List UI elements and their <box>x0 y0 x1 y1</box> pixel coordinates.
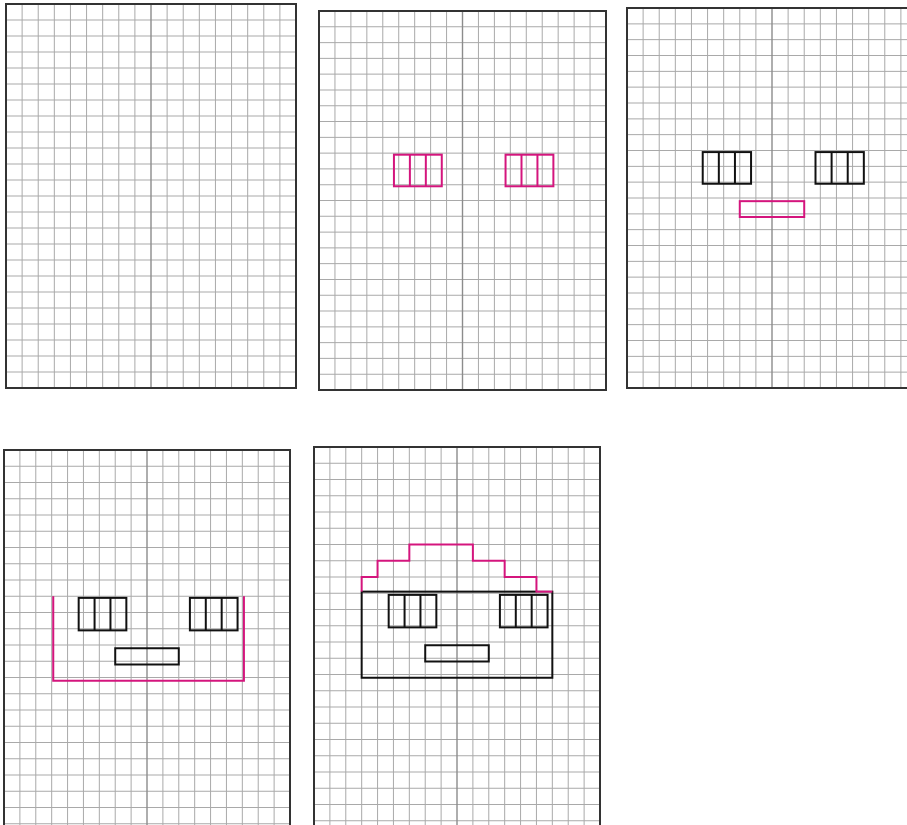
grid-lines <box>627 8 907 388</box>
panel-step-3 <box>627 8 907 388</box>
right-eye <box>500 595 548 628</box>
lower-body <box>53 596 244 681</box>
panel-step-1 <box>6 4 296 388</box>
left-eye <box>389 595 437 628</box>
right-eye <box>506 155 554 187</box>
left-eye <box>79 598 127 631</box>
panel-step-2 <box>319 11 606 390</box>
panel-step-4 <box>4 450 290 825</box>
right-eye <box>816 152 864 184</box>
left-eye <box>394 155 442 187</box>
right-eye <box>190 598 238 631</box>
panel-step-5 <box>314 447 600 825</box>
left-eye <box>703 152 751 184</box>
